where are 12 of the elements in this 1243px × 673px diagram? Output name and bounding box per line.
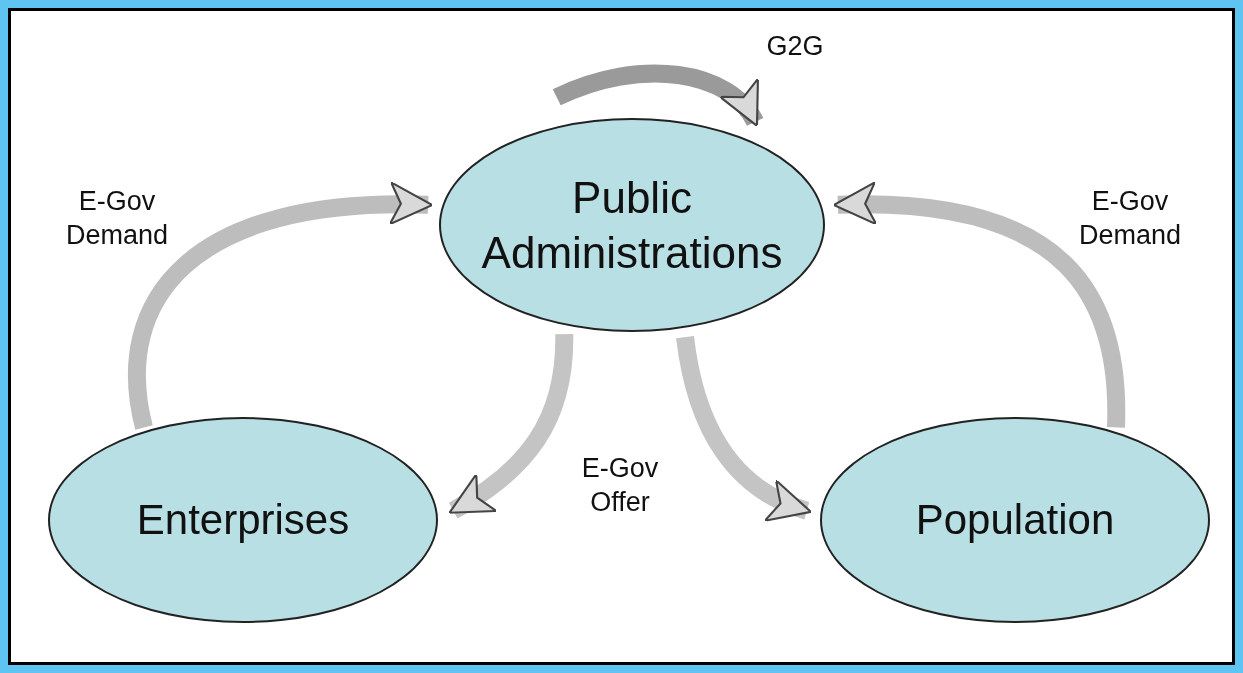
edge-label: E-Gov Demand (64, 185, 170, 252)
curved-block-arrow (553, 64, 763, 127)
curved-block-arrow (676, 335, 812, 520)
curved-block-arrow (128, 182, 434, 430)
edge-label: G2G (765, 30, 825, 63)
edge-label: E-Gov Offer (580, 452, 660, 519)
edge-label: E-Gov Demand (1077, 185, 1183, 252)
node-label: Enterprises (135, 494, 351, 545)
curved-block-arrow (832, 182, 1126, 428)
curved-block-arrow (448, 333, 574, 519)
node-label: Population (914, 494, 1116, 545)
node-label: Public Administrations (480, 172, 784, 279)
